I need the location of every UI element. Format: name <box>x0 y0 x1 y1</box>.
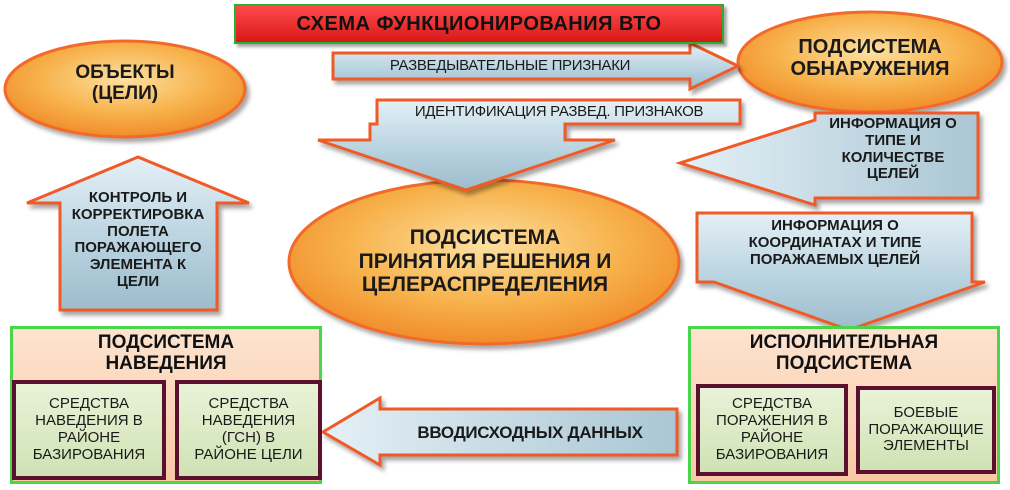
executive-base-means-label: СРЕДСТВА ПОРАЖЕНИЯ В РАЙОНЕ БАЗИРОВАНИЯ <box>715 395 829 463</box>
input-data-arrow <box>320 395 679 468</box>
recon-signs-label: РАЗВЕДЫВАТЕЛЬНЫЕ ПРИЗНАКИ <box>389 57 631 74</box>
executive-subsystem-title: ИСПОЛНИТЕЛЬНАЯ ПОДСИСТЕМА <box>749 332 939 374</box>
coords-label: ИНФОРМАЦИЯ О КООРДИНАТАХ И ТИПЕ ПОРАЖАЕМ… <box>748 217 922 268</box>
guidance-base-means-label: СРЕДСТВА НАВЕДЕНИЯ В РАЙОНЕ БАЗИРОВАНИЯ <box>32 395 146 463</box>
guidance-target-means-box: СРЕДСТВА НАВЕДЕНИЯ (ГСН) В РАЙОНЕ ЦЕЛИ <box>175 380 322 480</box>
recon-signs-arrow <box>331 40 742 92</box>
diagram-title: СХЕМА ФУНКЦИОНИРОВАНИЯ ВТО <box>234 4 724 44</box>
objects-label: ОБЪЕКТЫ (ЦЕЛИ) <box>75 62 175 105</box>
guidance-base-means-box: СРЕДСТВА НАВЕДЕНИЯ В РАЙОНЕ БАЗИРОВАНИЯ <box>12 380 166 480</box>
coords-arrow <box>695 211 986 332</box>
decision-label: ПОДСИСТЕМА ПРИНЯТИЯ РЕШЕНИЯ И ЦЕЛЕРАСПРЕ… <box>358 226 612 297</box>
control-label: КОНТРОЛЬ И КОРРЕКТИРОВКА ПОЛЕТА ПОРАЖАЮЩ… <box>71 189 205 290</box>
guidance-target-means-label: СРЕДСТВА НАВЕДЕНИЯ (ГСН) В РАЙОНЕ ЦЕЛИ <box>194 395 303 463</box>
objects-ellipse <box>3 39 247 139</box>
executive-base-means-box: СРЕДСТВА ПОРАЖЕНИЯ В РАЙОНЕ БАЗИРОВАНИЯ <box>696 384 848 476</box>
type-count-arrow <box>675 111 980 208</box>
identification-label: ИДЕНТИФИКАЦИЯ РАЗВЕД. ПРИЗНАКОВ <box>414 103 704 120</box>
combat-elements-label: БОЕВЫЕ ПОРАЖАЮЩИЕ ЭЛЕМЕНТЫ <box>868 403 984 455</box>
combat-elements-box: БОЕВЫЕ ПОРАЖАЮЩИЕ ЭЛЕМЕНТЫ <box>856 386 996 474</box>
input-data-label: ВВОДИСХОДНЫХ ДАННЫХ <box>417 423 643 442</box>
control-arrow <box>26 155 250 312</box>
detection-label: ПОДСИСТЕМА ОБНАРУЖЕНИЯ <box>790 36 950 81</box>
identification-arrow <box>317 98 742 192</box>
type-count-label: ИНФОРМАЦИЯ О ТИПЕ И КОЛИЧЕСТВЕ ЦЕЛЕЙ <box>829 115 957 183</box>
guidance-subsystem-title: ПОДСИСТЕМА НАВЕДЕНИЯ <box>97 332 235 374</box>
